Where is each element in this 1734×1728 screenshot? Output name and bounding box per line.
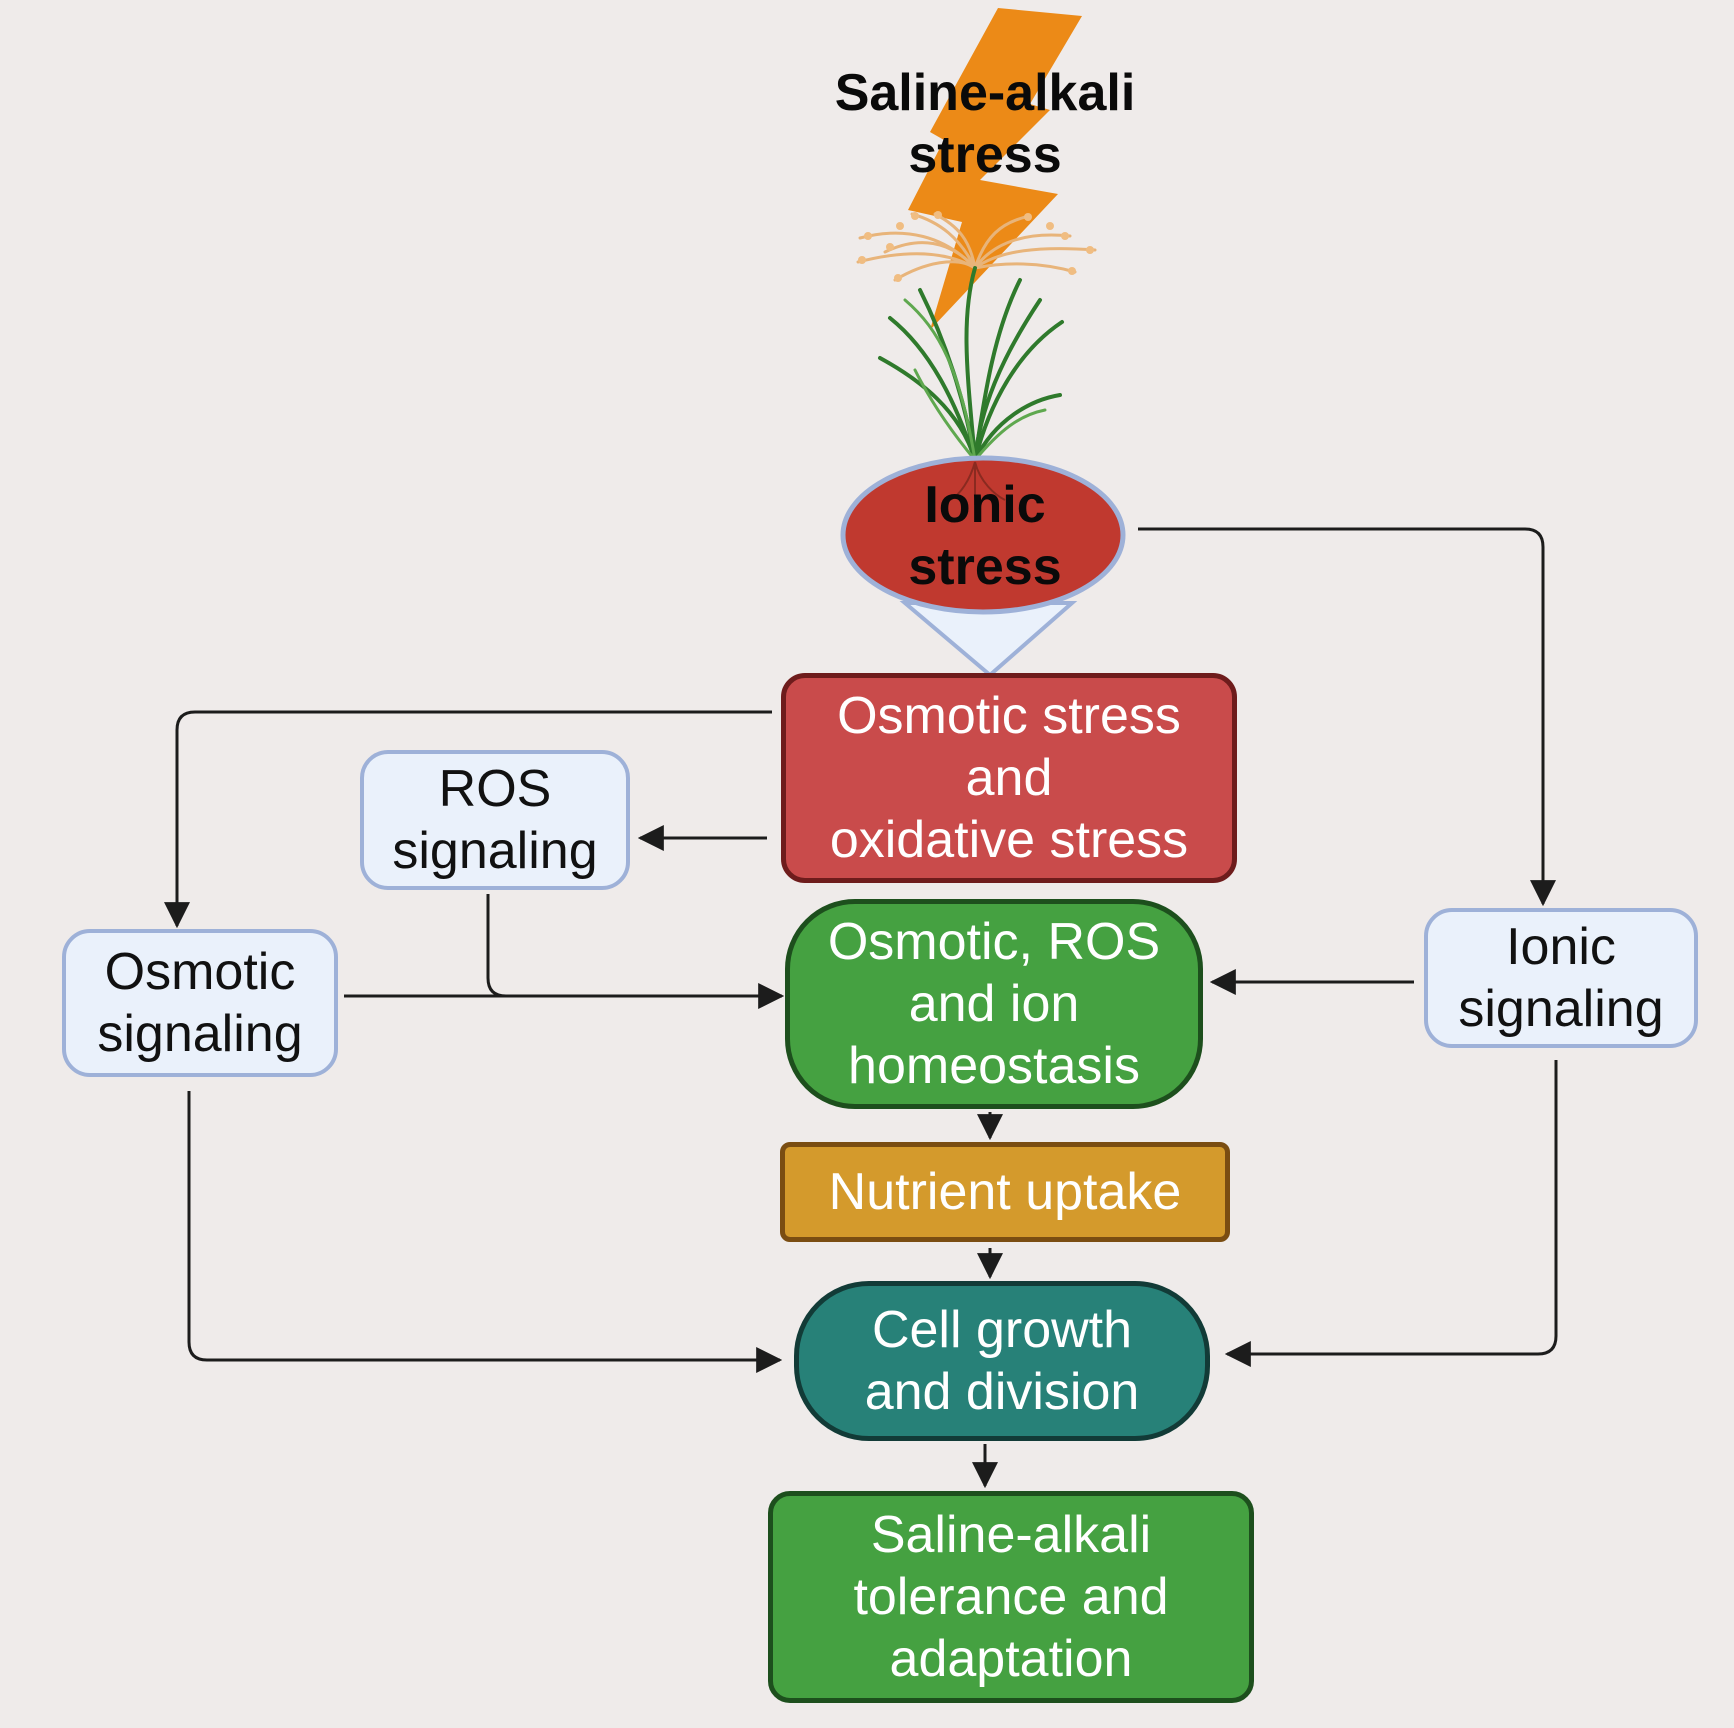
arrow-ionic-to-ionic-signaling [1138, 527, 1556, 907]
ionic-stress-line: stress [908, 538, 1062, 596]
stress-title-line: Saline-alkali [834, 64, 1136, 122]
node-label-line: Saline-alkali [870, 1506, 1152, 1564]
homeostasis-box: Osmotic, ROS and ion homeostasis [785, 899, 1203, 1109]
stress-title-line: stress [908, 126, 1062, 184]
ionic-stress-line: Ionic [924, 476, 1046, 534]
saline-alkali-stress-title: Saline-alkali stress [790, 62, 1180, 186]
node-label-line: adaptation [889, 1630, 1133, 1688]
arrow-stress-to-osmotic-signaling [164, 710, 772, 929]
node-label-line: and [965, 749, 1053, 807]
osmotic-oxidative-stress-box: Osmotic stress and oxidative stress [781, 673, 1237, 883]
osmotic-signaling-box: Osmotic signaling [62, 929, 338, 1077]
rice-plant-icon [856, 211, 1097, 462]
arrow-ros-to-homeostasis [486, 894, 540, 998]
tolerance-adaptation-box: Saline-alkali tolerance and adaptation [768, 1491, 1254, 1703]
node-label-line: and division [864, 1363, 1140, 1421]
ionic-stress-label: Ionic stress [845, 474, 1125, 598]
node-label-line: Nutrient uptake [828, 1163, 1182, 1221]
ionic-stress-ellipse [840, 455, 1126, 615]
ionic-signaling-box: Ionic signaling [1424, 908, 1698, 1048]
roots-icon [949, 461, 1006, 505]
node-label-line: Osmotic [104, 943, 296, 1001]
node-label-line: homeostasis [848, 1037, 1140, 1095]
node-label-line: oxidative stress [829, 811, 1189, 869]
node-label-line: and ion [908, 975, 1080, 1033]
node-label-line: signaling [392, 822, 598, 880]
node-label-line: Cell growth [871, 1301, 1133, 1359]
ros-signaling-box: ROS signaling [360, 750, 630, 890]
node-label-line: tolerance and [853, 1568, 1169, 1626]
node-label-line: Osmotic stress [837, 687, 1181, 745]
arrow-osmotic-signaling-to-cell [187, 1091, 783, 1373]
arrow-ionic-signaling-to-cell [1224, 1060, 1558, 1367]
node-label-line: ROS [438, 760, 552, 818]
node-label-line: signaling [1458, 980, 1664, 1038]
node-label-line: Ionic [1506, 918, 1616, 976]
cell-growth-box: Cell growth and division [794, 1281, 1210, 1441]
nutrient-uptake-box: Nutrient uptake [780, 1142, 1230, 1242]
node-label-line: signaling [97, 1005, 303, 1063]
lightning-bolt-icon [908, 8, 1082, 330]
node-label-line: Osmotic, ROS [827, 913, 1161, 971]
